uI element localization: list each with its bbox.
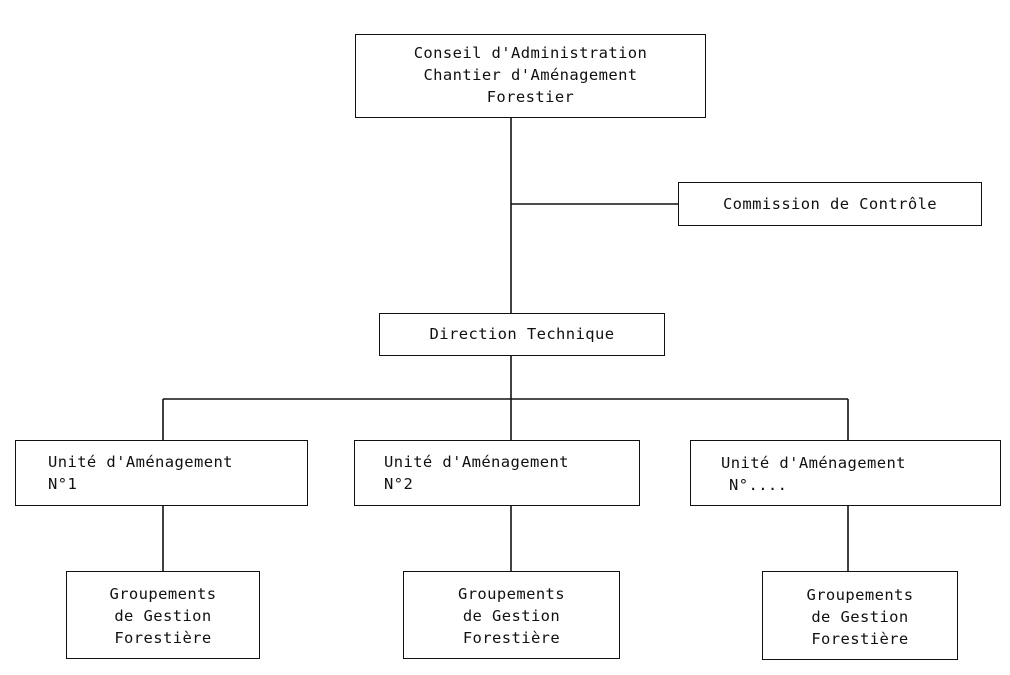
node-groupement-3: Groupements de Gestion Forestière xyxy=(762,571,958,660)
node-commission: Commission de Contrôle xyxy=(678,182,982,226)
node-groupement-1: Groupements de Gestion Forestière xyxy=(66,571,260,659)
node-groupement-2: Groupements de Gestion Forestière xyxy=(403,571,620,659)
node-unite-2-line-2: N°2 xyxy=(384,475,414,493)
node-unite-1: Unité d'Aménagement N°1 xyxy=(15,440,308,506)
node-conseil-line-3: Forestier xyxy=(486,88,575,106)
node-unite-2: Unité d'Aménagement N°2 xyxy=(354,440,640,506)
node-commission-line-1: Commission de Contrôle xyxy=(722,195,938,213)
node-groupement-3-line-2: de Gestion xyxy=(811,608,909,626)
node-groupement-1-line-1: Groupements xyxy=(109,585,217,603)
node-unite-3-line-1: Unité d'Aménagement xyxy=(721,454,906,472)
node-groupement-3-line-1: Groupements xyxy=(806,586,914,604)
node-unite-1-line-1: Unité d'Aménagement xyxy=(48,453,233,471)
node-conseil-line-2: Chantier d'Aménagement xyxy=(423,66,638,84)
node-groupement-1-line-3: Forestière xyxy=(114,629,212,647)
node-groupement-2-line-1: Groupements xyxy=(457,585,566,603)
node-conseil: Conseil d'Administration Chantier d'Amén… xyxy=(355,34,706,118)
node-conseil-line-1: Conseil d'Administration xyxy=(413,44,648,62)
node-unite-1-line-2: N°1 xyxy=(48,475,78,493)
node-groupement-3-line-3: Forestière xyxy=(811,630,909,648)
node-groupement-2-line-3: Forestière xyxy=(462,629,561,647)
node-unite-2-line-1: Unité d'Aménagement xyxy=(384,453,569,471)
node-direction: Direction Technique xyxy=(379,313,665,356)
node-groupement-2-line-2: de Gestion xyxy=(462,607,561,625)
node-direction-line-1: Direction Technique xyxy=(429,325,615,343)
node-unite-3-line-2: N°.... xyxy=(729,476,788,494)
node-unite-3: Unité d'Aménagement N°.... xyxy=(690,440,1001,506)
node-groupement-1-line-2: de Gestion xyxy=(114,607,212,625)
